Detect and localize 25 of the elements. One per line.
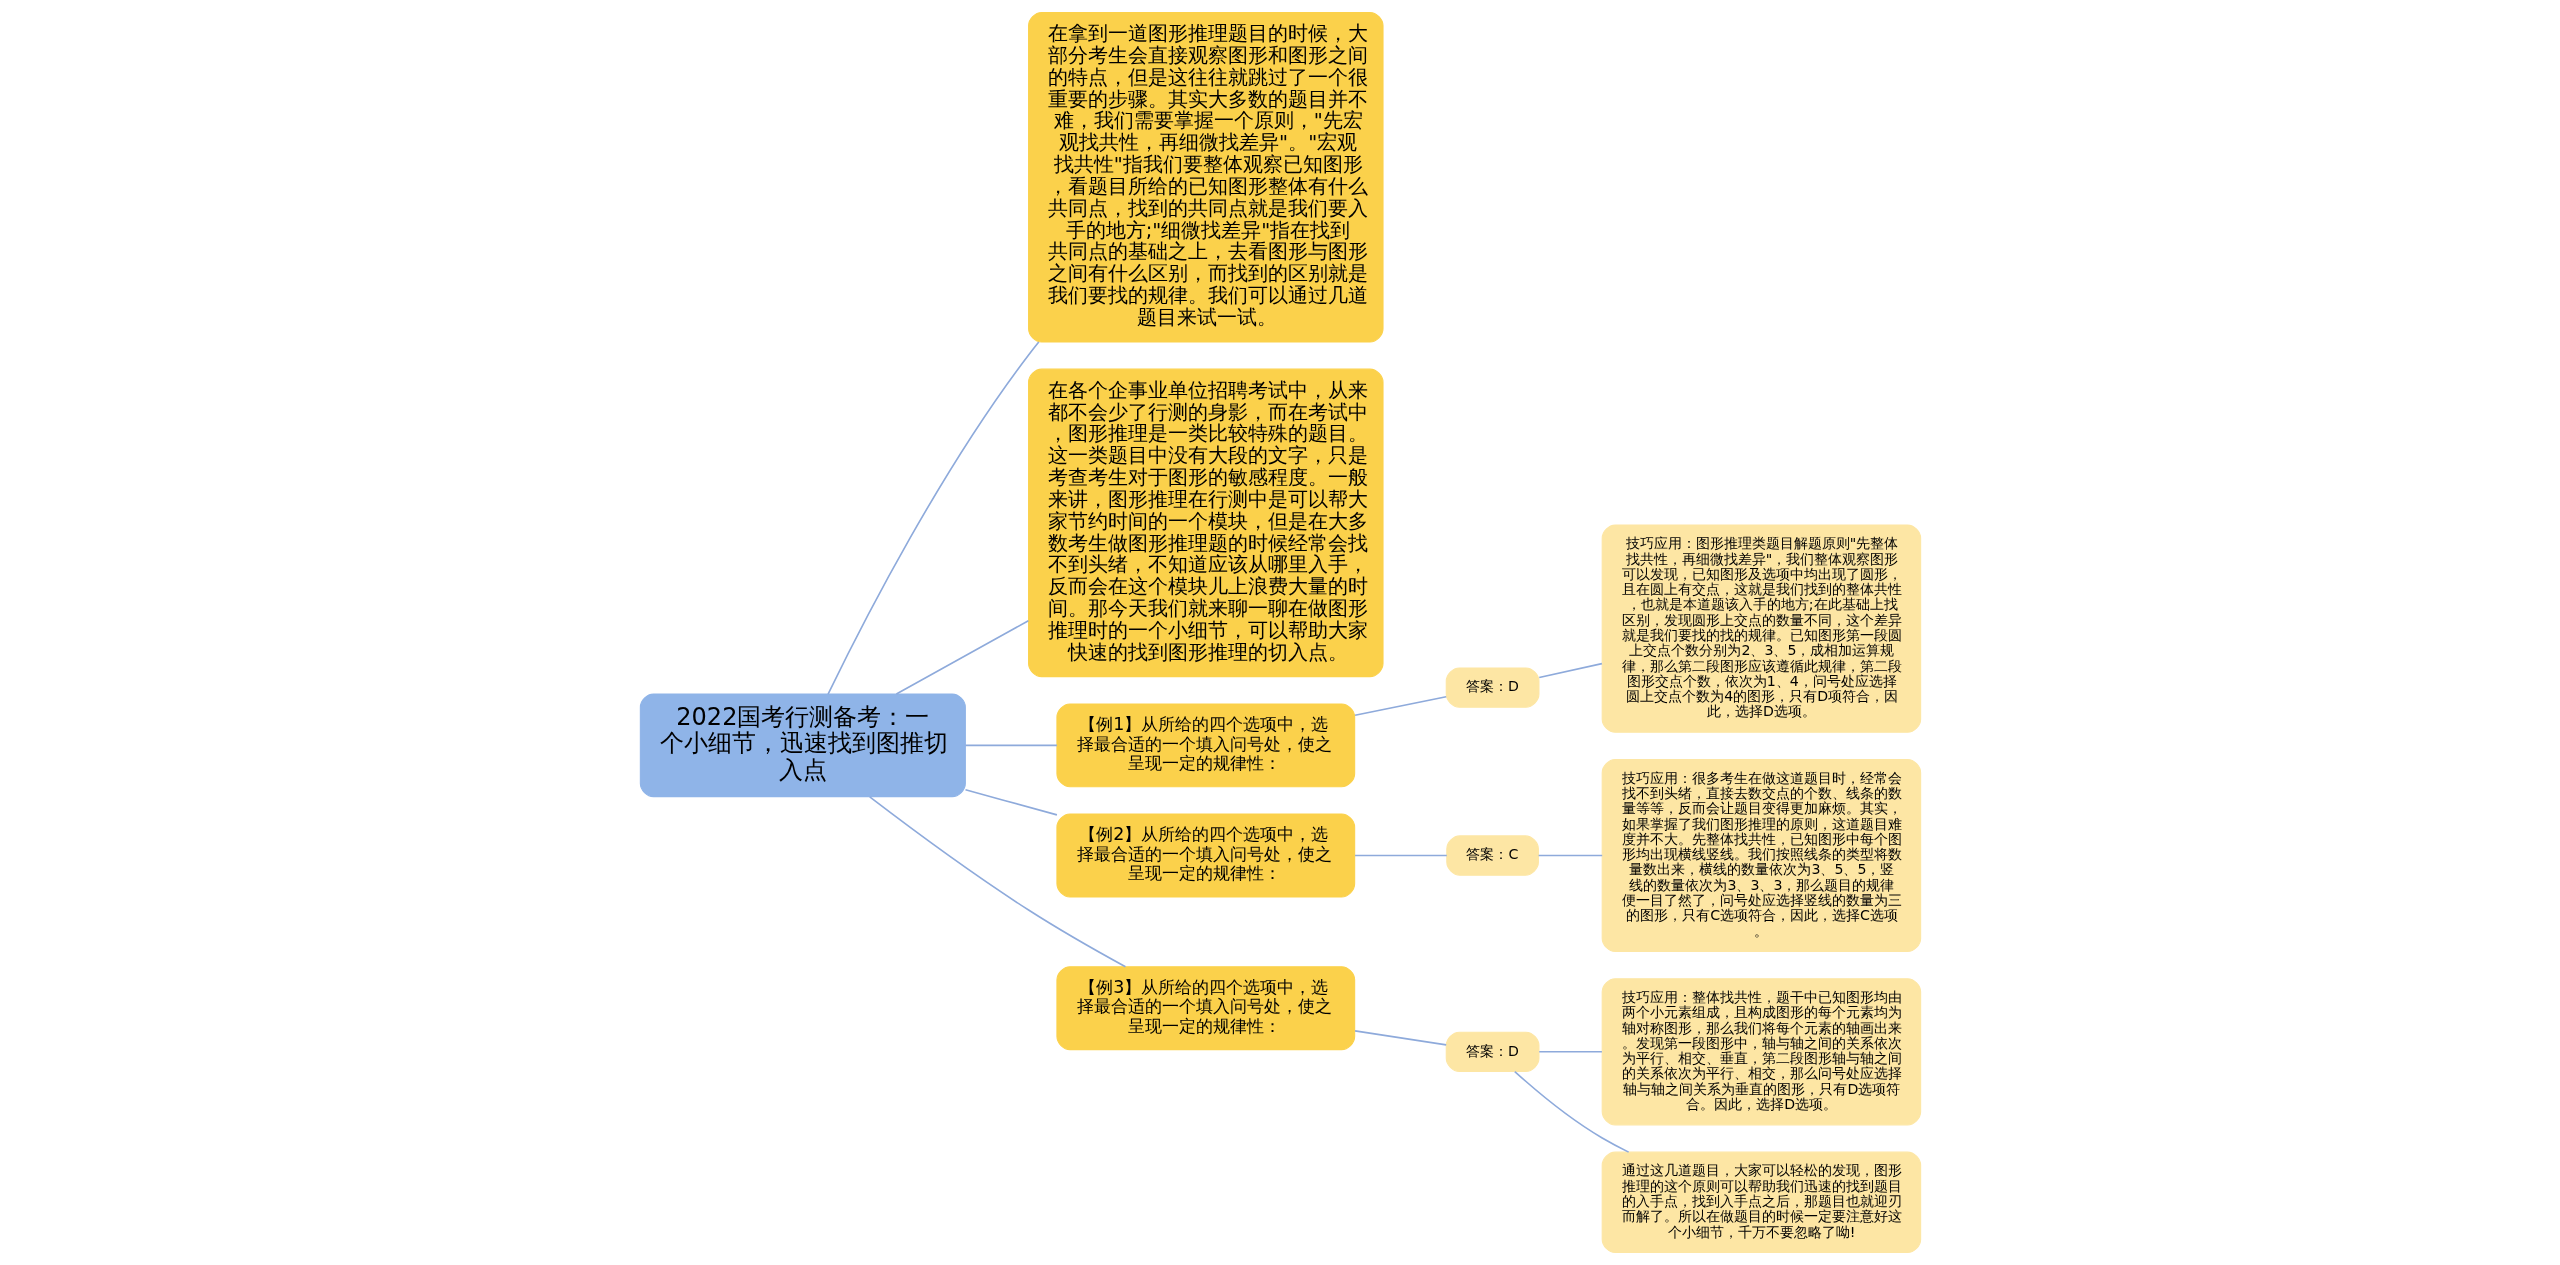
node-box: 在拿到一道图形推理题目的时候，大部分考生会直接观察图形和图形之间的特点，但是这往往就跳过了一个很重要的步骤。其实大多数的题目并不难，我们需要掌握一个原则，"先宏观找共性，再细微找差异"。"宏观找共性"指我们要整体观察已知图形，看题目所给的已知图形整体有什么共同点，找到的共同点就是我们要入手的地方;"细微找差异"指在找到共同点的基础之上，去看图形与图形之间有什么区别，而找到的区别就是我们要找的规律。我们可以通过几道题目来试一试。 bbox=[1027, 12, 1384, 343]
node-box: 在各个企事业单位招聘考试中，从来都不会少了行测的身影，而在考试中，图形推理是一类比较特殊的题目。这一类题目中没有大段的文字，只是考查考生对于图形的敏感程度。一般来讲，图形推理在行测中是可以帮大家节约时间的一个模块，但是在大多数考生做图形推理题的时候经常会找不到头绪，不知道应该从哪里入手，反而会在这个模块儿上浪费大量的时间。那今天我们就来聊一聊在做图形推理时的一个小细节，可以帮助大家快速的找到图形推理的切入点。 bbox=[1027, 368, 1384, 678]
node-box: 答案：D bbox=[1445, 667, 1539, 708]
connector bbox=[1537, 854, 1603, 857]
connector bbox=[895, 619, 1029, 695]
node-box: 技巧应用：很多考生在做这道题目时，经常会找不到头绪，直接去数交点的个数、线条的数量等等，反而会让题目变得更加麻烦。其实，如果掌握了我们图形推理的原则，这道题目难度并不大。先整体找共性，已知图形中每个图形均出现横线竖线。我们按照线条的类型将数量数出来，横线的数量依次为3、5、5，竖线的数量依次为3、3、3，那么题目的规律便一目了然了，问号处应选择竖线的数量为三的图形，只有C选项符合，因此，选择C选项。 bbox=[1601, 759, 1921, 953]
node-box: 通过这几道题目，大家可以轻松的发现，图形推理的这个原则可以帮助我们迅速的找到题目的入手点，找到入手点之后，那题目也就迎刃而解了。所以在做题目的时候一定要注意好这个小细节，千万不要忽略了呦! bbox=[1601, 1151, 1921, 1253]
connector bbox=[826, 341, 1040, 695]
node-box: 技巧应用：整体找共性，题干中已知图形均由两个小元素组成，且构成图形的每个元素均为轴对称图形，那么我们将每个元素的轴画出来。发现第一段图形中，轴与轴之间的关系依次为平行、相交、垂直，第二段图形轴与轴之间的关系依次为平行、相交，那么问号处应选择轴与轴之间关系为垂直的图形，只有D选项符合。因此，选择D选项。 bbox=[1601, 978, 1921, 1126]
connector bbox=[868, 796, 1126, 968]
node-box: 技巧应用：图形推理类题目解题原则"先整体找共性，再细微找差异"，我们整体观察图形可以发现，已知图形及选项中均出现了圆形，且在圆上有交点，这就是我们找到的整体共性，也就是本道题该入手的地方;在此基础上找区别，发现圆形上交点的数量不同，这个差异就是我们要找的找的规律。已知图形第一段圆上交点个数分别为2、3、5，成相加运算规律，那么第二段图形应该遵循此规律，第二段图形交点个数，依次为1、4，问号处应选择圆上交点个数为4的图形，只有D项符合，因此，选择D选项。 bbox=[1601, 524, 1921, 733]
connector bbox=[1353, 1030, 1447, 1046]
node-box: 【例3】从所给的四个选项中，选择最合适的一个填入问号处，使之呈现一定的规律性： bbox=[1055, 966, 1355, 1051]
node-box: 答案：C bbox=[1445, 835, 1539, 876]
connector bbox=[964, 788, 1058, 816]
connector bbox=[1537, 1051, 1603, 1053]
connector bbox=[964, 744, 1058, 747]
node-box: 【例2】从所给的四个选项中，选择最合适的一个填入问号处，使之呈现一定的规律性： bbox=[1055, 813, 1355, 898]
node-box: 答案：D bbox=[1445, 1031, 1539, 1072]
connector bbox=[1353, 695, 1447, 717]
connector bbox=[1513, 1070, 1629, 1153]
node-box: 2022国考行测备考：一个小细节，迅速找到图推切入点 bbox=[639, 693, 966, 798]
connector bbox=[1353, 854, 1448, 857]
connector bbox=[1537, 662, 1603, 679]
node-box: 【例1】从所给的四个选项中，选择最合适的一个填入问号处，使之呈现一定的规律性： bbox=[1055, 703, 1355, 788]
